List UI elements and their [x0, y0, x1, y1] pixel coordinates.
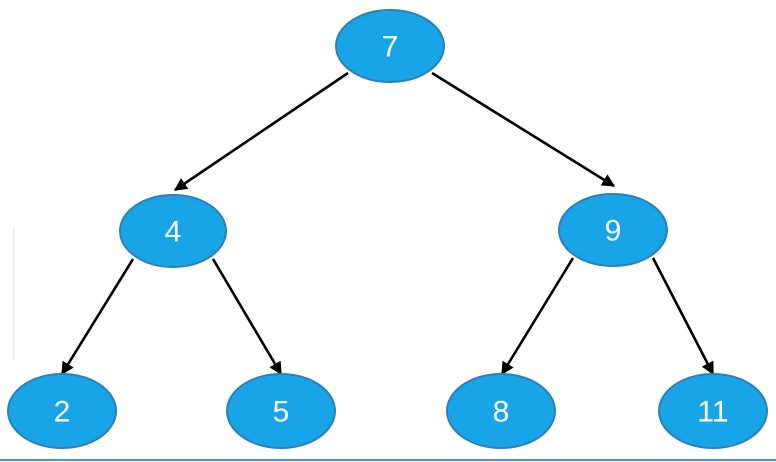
edges-group: [60, 71, 715, 376]
node-label-4: 4: [165, 216, 182, 249]
tree-node-8: 8: [446, 373, 556, 449]
node-label-11: 11: [697, 396, 728, 429]
edge-9-to-11: [651, 257, 715, 376]
node-label-7: 7: [382, 31, 399, 64]
tree-node-5: 5: [226, 373, 336, 449]
edge-4-to-2: [60, 258, 135, 376]
edge-4-to-5: [211, 258, 283, 376]
tree-node-11: 11: [658, 373, 768, 449]
node-label-2: 2: [54, 396, 71, 429]
tree-node-4: 4: [119, 194, 227, 268]
node-label-9: 9: [605, 215, 622, 248]
node-label-5: 5: [273, 396, 290, 429]
edge-7-to-4: [173, 71, 349, 192]
edge-7-to-9: [431, 71, 616, 188]
tree-node-7: 7: [335, 9, 445, 83]
tree-node-9: 9: [558, 193, 668, 267]
edge-9-to-8: [500, 257, 575, 376]
node-label-8: 8: [493, 396, 510, 429]
tree-node-2: 2: [7, 373, 117, 449]
nodes-group: 7 4 9 2 5 8 11: [7, 9, 768, 449]
